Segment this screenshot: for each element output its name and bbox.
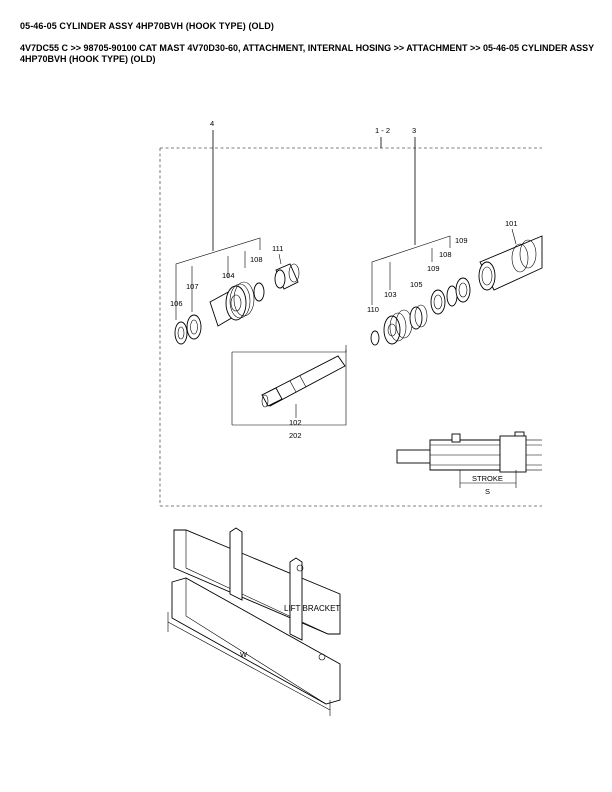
callout-106: 106: [170, 299, 183, 308]
callout-101: 101: [505, 219, 518, 228]
callout-102: 102: [289, 418, 302, 427]
callout-109a: 109: [455, 236, 468, 245]
cylinder-tube-101: [478, 235, 543, 291]
callout-4: 4: [210, 119, 214, 128]
w-label: W: [240, 650, 248, 659]
stroke-section: [396, 431, 542, 488]
stroke-label: STROKE: [472, 474, 503, 483]
seal-109b: [455, 277, 471, 303]
o-ring-108: [253, 282, 265, 302]
breadcrumb: 4V7DC55 C >> 98705-90100 CAT MAST 4V70D3…: [20, 43, 595, 64]
wear-ring-105: [409, 304, 428, 330]
callout-108b: 108: [439, 250, 452, 259]
callout-107: 107: [186, 282, 199, 291]
assembly-boundary: [159, 147, 542, 507]
seal-109: [430, 289, 446, 315]
callout-group-3: [371, 137, 451, 305]
callout-105: 105: [410, 280, 423, 289]
seal-106: [174, 321, 188, 345]
callout-1-2: 1 - 2: [375, 126, 390, 135]
callout-109b: 109: [427, 264, 440, 273]
bushing-111: [274, 263, 300, 290]
lift-bracket-label: LIFT BRACKET: [284, 604, 340, 613]
callout-104: 104: [222, 271, 235, 280]
gland-104: [209, 281, 255, 327]
callout-108a: 108: [250, 255, 263, 264]
o-ring-110: [370, 330, 380, 346]
page-title: 05-46-05 CYLINDER ASSY 4HP70BVH (HOOK TY…: [20, 21, 274, 31]
seal-107: [186, 314, 202, 340]
carriage-assembly: [167, 527, 341, 716]
s-label: S: [485, 487, 490, 496]
piston-103: [383, 309, 413, 345]
callout-103: 103: [384, 290, 397, 299]
callout-group-4: 4: [175, 119, 261, 320]
callout-3: 3: [412, 126, 416, 135]
callout-202: 202: [289, 431, 302, 440]
callout-111: 111: [272, 244, 283, 253]
o-ring-108b: [446, 285, 458, 307]
callout-110: 110: [367, 305, 379, 314]
piston-rod-102: [231, 345, 347, 426]
